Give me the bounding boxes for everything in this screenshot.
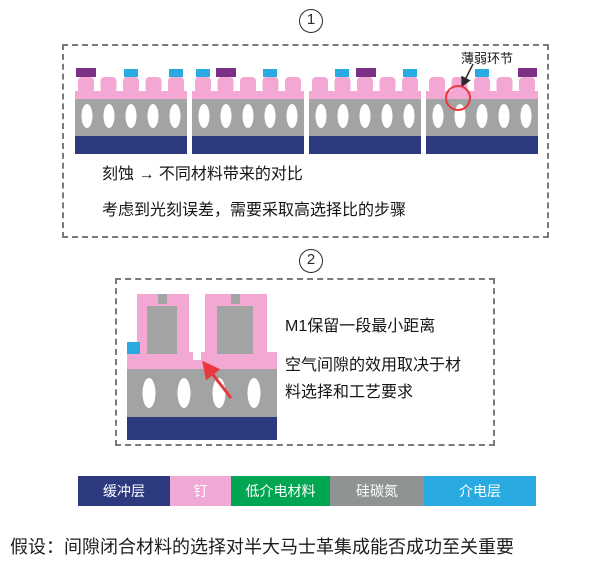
legend-item-buffer-layer: 缓冲层 xyxy=(78,476,170,506)
legend-item-pin: 钉 xyxy=(170,476,231,506)
step-1-badge: 1 xyxy=(299,9,323,33)
step-2-badge: 2 xyxy=(299,249,323,273)
etch-step-panel: 薄弱环节 刻蚀 → 不同材料带来的对比 考虑到光刻误差，需要采取高选择比的步骤 xyxy=(62,44,549,238)
legend-item-dielectric-layer: 介电层 xyxy=(424,476,536,506)
airgap-diagram xyxy=(127,294,277,440)
weak-link-label: 薄弱环节 xyxy=(461,51,514,66)
airgap-caption: 空气间隙的效用取决于材料选择和工艺要求 xyxy=(285,357,462,401)
etch-diagrams-row xyxy=(75,66,538,154)
etch-diagram-4 xyxy=(426,68,538,154)
material-legend: 缓冲层 钉 低介电材料 硅碳氮 介电层 xyxy=(78,476,536,506)
etch-caption-line1: 刻蚀 → 不同材料带来的对比 xyxy=(102,166,303,183)
airgap-step-panel: M1保留一段最小距离 空气间隙的效用取决于材料选择和工艺要求 xyxy=(115,278,495,446)
etch-diagram-2 xyxy=(192,68,304,154)
legend-item-sicn: 硅碳氮 xyxy=(330,476,424,506)
etch-diagram-3 xyxy=(309,68,421,154)
min-distance-arrow xyxy=(202,360,233,399)
etch-caption-line2: 考虑到光刻误差，需要采取高选择比的步骤 xyxy=(102,202,407,219)
hypothesis-text: 假设：间隙闭合材料的选择对半大马士革集成能否成功至关重要 xyxy=(10,537,514,557)
etch-diagram-1 xyxy=(75,68,187,154)
legend-item-low-k-material: 低介电材料 xyxy=(231,476,330,506)
m1-caption: M1保留一段最小距离 xyxy=(285,318,436,335)
